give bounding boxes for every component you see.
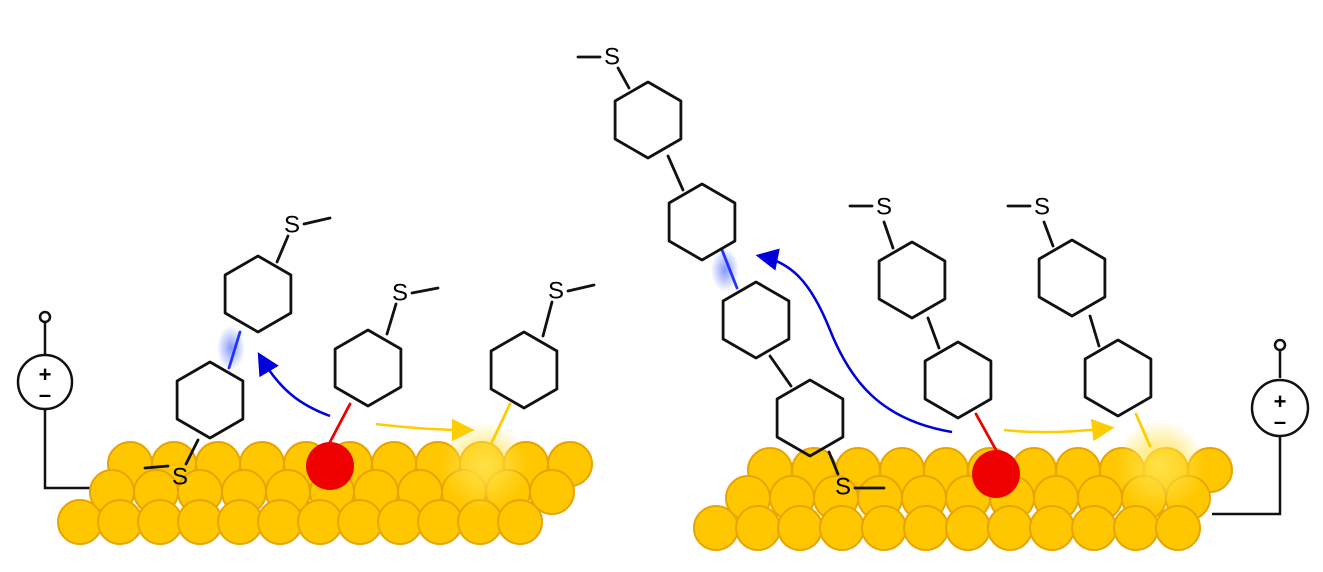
gold-atom: [297, 499, 343, 545]
left-panel: + – S S S S: [16, 211, 596, 545]
bond: [1042, 220, 1055, 248]
right-yellow-glow: [1114, 420, 1206, 512]
terminal-icon: [38, 310, 52, 324]
benzene-ring: [175, 360, 245, 440]
bond: [143, 464, 170, 470]
right-panel: + – S S S S: [576, 43, 1310, 551]
gold-atom: [987, 505, 1033, 551]
benzene-ring: [667, 182, 737, 262]
bond: [302, 216, 332, 226]
red-bond: [328, 402, 352, 444]
yellow-bond: [1134, 412, 1152, 448]
benzene-ring: [1083, 338, 1153, 418]
minus-sign: –: [39, 382, 51, 407]
yellow-arrow: [375, 418, 475, 442]
minus-sign: –: [1274, 409, 1286, 434]
bond: [616, 66, 631, 90]
gold-atom: [529, 469, 575, 515]
benzene-ring: [923, 340, 993, 420]
bond: [827, 450, 840, 476]
right-voltage-source: + –: [1212, 338, 1310, 516]
bond: [541, 300, 554, 338]
highlighted-bond: [720, 248, 739, 290]
sulfur-label: S: [1034, 193, 1050, 220]
benzene-ring: [877, 240, 947, 320]
gold-atom: [819, 505, 865, 551]
red-adatom: [306, 442, 354, 490]
bond: [385, 302, 398, 336]
gold-atom: [903, 505, 949, 551]
bond: [882, 220, 895, 250]
bond: [926, 316, 941, 350]
gold-atom: [417, 499, 463, 545]
gold-atom: [1029, 505, 1075, 551]
right-molecules: S S S S: [576, 43, 1153, 500]
yellow-arrow: [1003, 418, 1115, 442]
benzene-ring: [721, 280, 791, 360]
gold-atom: [861, 505, 907, 551]
plus-sign: +: [1274, 389, 1287, 414]
gold-atom: [945, 505, 991, 551]
blue-arrow: [257, 352, 331, 418]
terminal-icon: [1273, 338, 1287, 352]
gold-atom: [497, 499, 543, 545]
bond: [666, 154, 685, 192]
gold-atom: [97, 499, 143, 545]
benzene-ring: [1037, 238, 1107, 318]
gold-atom: [217, 499, 263, 545]
sulfur-label: S: [876, 193, 892, 220]
sulfur-label: S: [284, 211, 300, 238]
right-blue-glow: [711, 248, 739, 292]
benzene-ring: [333, 328, 403, 408]
benzene-ring: [613, 80, 683, 160]
gold-atom: [57, 499, 103, 545]
plus-sign: +: [39, 362, 52, 387]
benzene-ring: [775, 378, 845, 458]
bond: [1088, 314, 1101, 348]
highlighted-bond: [227, 330, 242, 370]
gold-atom: [735, 505, 781, 551]
left-molecules: S S S S: [143, 211, 596, 490]
gold-atom: [337, 499, 383, 545]
bond: [410, 286, 440, 295]
bond: [566, 283, 596, 293]
red-bond: [974, 412, 998, 452]
bond: [184, 438, 200, 466]
gold-atom: [1155, 505, 1201, 551]
gold-atom: [377, 499, 423, 545]
benzene-ring: [223, 254, 293, 334]
left-voltage-source: + –: [16, 310, 95, 490]
sulfur-label: S: [548, 277, 564, 304]
benzene-ring: [489, 330, 559, 410]
sulfur-label: S: [835, 473, 851, 500]
left-yellow-glow: [440, 422, 528, 510]
gold-atom: [257, 499, 303, 545]
blue-arrow: [755, 248, 953, 434]
gold-atom: [693, 505, 739, 551]
gold-atom: [177, 499, 223, 545]
gold-atom: [1071, 505, 1117, 551]
yellow-bond: [490, 402, 512, 444]
gold-atom: [777, 505, 823, 551]
gold-atom: [137, 499, 183, 545]
bond: [275, 234, 290, 264]
sulfur-label: S: [392, 279, 408, 306]
sulfur-label: S: [172, 463, 188, 490]
sulfur-label: S: [604, 43, 620, 70]
gold-atom: [1113, 505, 1159, 551]
red-adatom: [972, 450, 1020, 498]
bond: [768, 354, 793, 388]
left-gold-electrode: [57, 441, 593, 545]
